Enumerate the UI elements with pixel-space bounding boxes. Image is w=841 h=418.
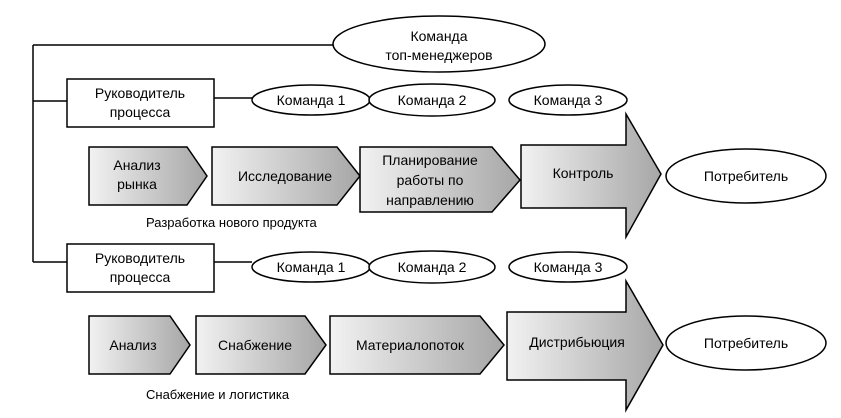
process-1-manager: Руководитель процесса <box>66 78 215 128</box>
process-1-team-1: Команда 1 <box>277 92 346 108</box>
process-2-team-3: Команда 3 <box>534 259 603 275</box>
process-1-step-3-line1: Планирование <box>382 152 478 168</box>
process-2-step-3: Материалопоток <box>329 315 505 375</box>
process-1-step-3-line3: направлению <box>386 192 474 208</box>
process-1: Руководитель процесса Команда 1 Команда … <box>66 78 827 240</box>
process-1-step-4-line1: Контроль <box>553 165 614 181</box>
process-2-step-1: Анализ <box>88 315 191 375</box>
process-1-caption: Разработка нового продукта <box>146 215 318 230</box>
process-2-step-2-line1: Снабжение <box>218 337 292 353</box>
process-1-manager-line1: Руководитель <box>95 85 185 101</box>
process-2-consumer: Потребитель <box>665 315 827 371</box>
process-2-consumer-label: Потребитель <box>704 335 788 351</box>
top-team-line1: Команда <box>410 28 467 44</box>
top-team-line2: топ-менеджеров <box>385 47 492 63</box>
process-2-step-3-line1: Материалопоток <box>356 337 465 353</box>
process-1-consumer: Потребитель <box>665 148 827 204</box>
process-1-team-2: Команда 2 <box>398 92 467 108</box>
process-1-step-1: Анализ рынка <box>88 146 208 206</box>
process-1-team-3: Команда 3 <box>534 92 603 108</box>
process-2-step-4: Дистрибьюция <box>506 278 664 413</box>
process-2-team-2: Команда 2 <box>398 259 467 275</box>
process-1-step-4: Контроль <box>520 111 662 240</box>
process-1-teams: Команда 1 Команда 2 Команда 3 <box>251 83 628 117</box>
process-1-step-1-line1: Анализ <box>113 157 160 173</box>
process-1-consumer-label: Потребитель <box>704 168 788 184</box>
process-2-manager-line1: Руководитель <box>95 250 185 266</box>
process-2: Руководитель процесса Команда 1 Команда … <box>66 243 827 413</box>
process-2-step-1-line1: Анализ <box>109 337 156 353</box>
process-1-step-3: Планирование работы по направлению <box>359 146 521 213</box>
process-1-manager-line2: процесса <box>110 104 171 120</box>
process-1-step-1-line2: рынка <box>117 176 157 192</box>
process-2-step-4-line1: Дистрибьюция <box>529 334 625 350</box>
process-2-team-1: Команда 1 <box>277 259 346 275</box>
process-1-step-3-line2: работы по <box>397 172 464 188</box>
connector-lines <box>32 44 333 263</box>
process-2-teams: Команда 1 Команда 2 Команда 3 <box>251 250 628 284</box>
process-2-manager: Руководитель процесса <box>66 243 215 293</box>
process-1-step-2-line1: Исследование <box>238 168 332 184</box>
process-2-caption: Снабжение и логистика <box>146 387 290 402</box>
process-2-step-2: Снабжение <box>195 315 327 375</box>
top-management-team: Команда топ-менеджеров <box>332 15 546 73</box>
process-1-step-2: Исследование <box>211 146 361 206</box>
process-2-manager-line2: процесса <box>110 269 171 285</box>
